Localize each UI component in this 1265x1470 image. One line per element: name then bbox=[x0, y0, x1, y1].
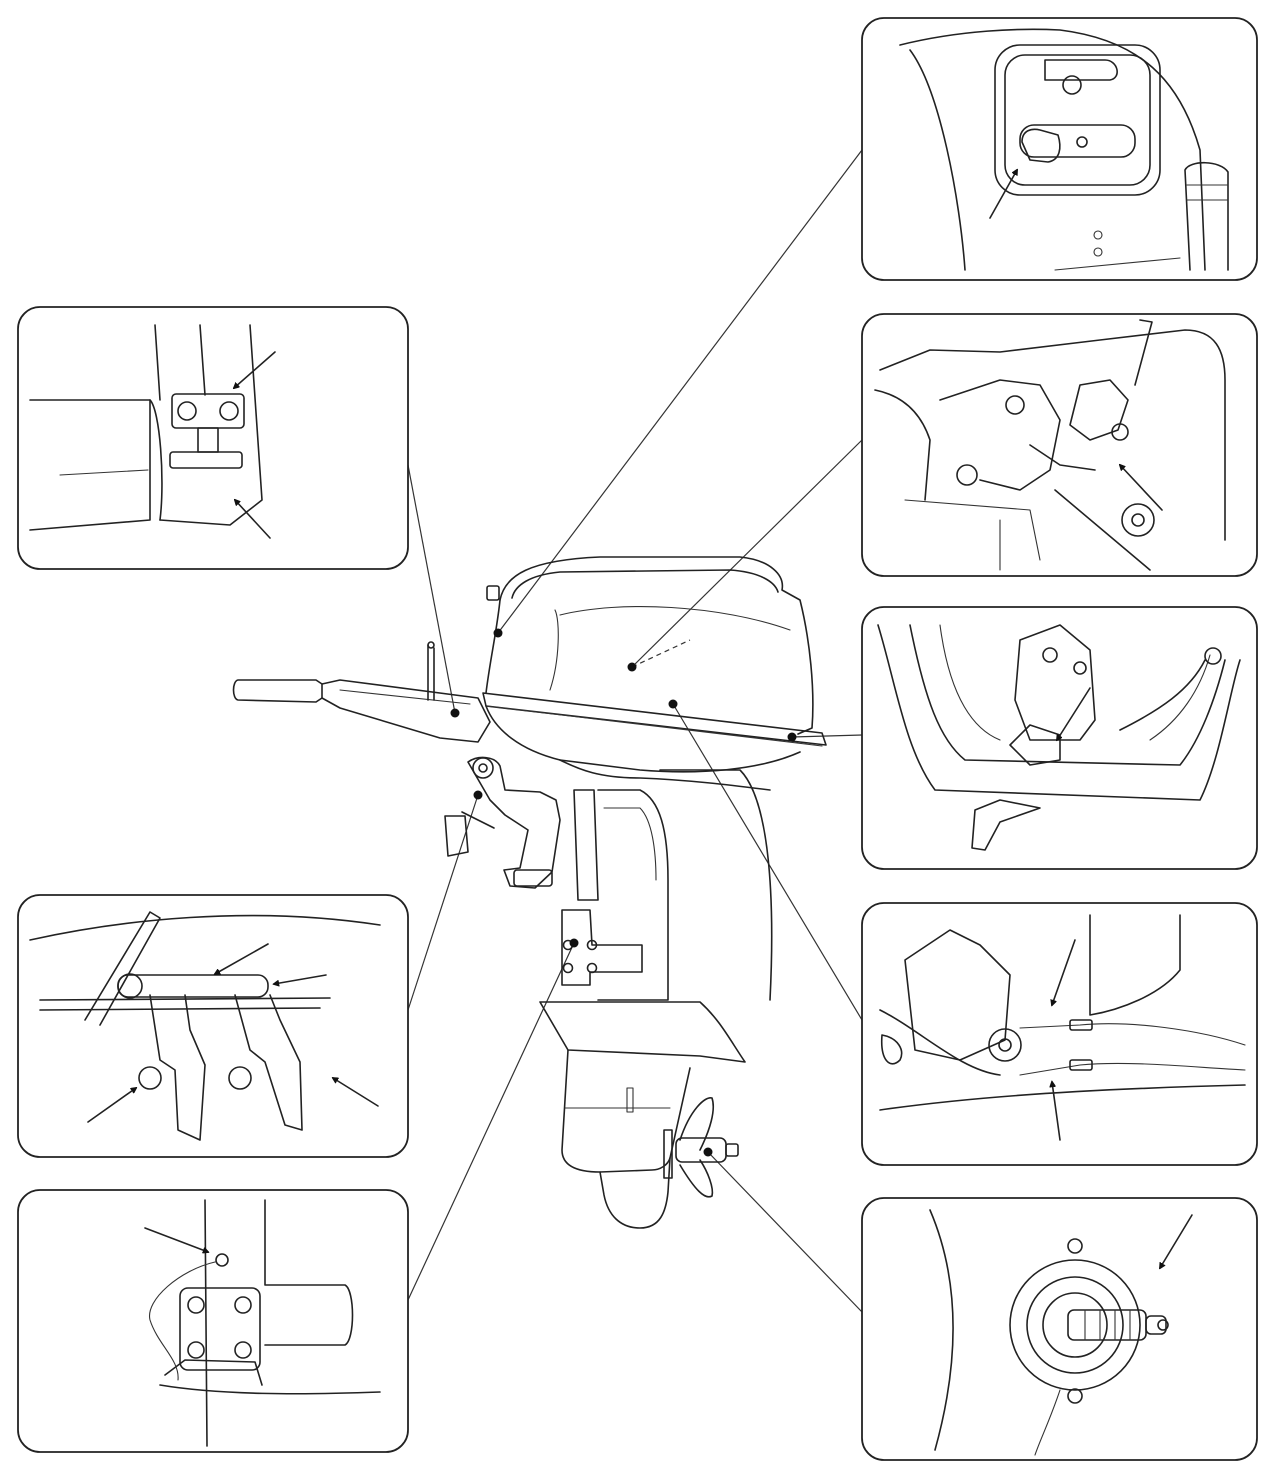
arrow-lower bbox=[235, 500, 271, 539]
dot-swivel-case bbox=[569, 938, 579, 948]
tiller-grip bbox=[232, 679, 323, 703]
arrow-b bbox=[274, 974, 327, 984]
inset-tiller-linkage bbox=[17, 894, 409, 1158]
gearcase bbox=[561, 1049, 691, 1173]
callout-dots bbox=[450, 628, 797, 1157]
arrow-cable-lower bbox=[1052, 1082, 1061, 1141]
leader-throttle-cables bbox=[672, 703, 863, 1021]
tiller-arm bbox=[321, 679, 491, 743]
arrow-upper bbox=[234, 351, 276, 388]
leader-cowling-latch bbox=[791, 734, 863, 738]
arrow-c bbox=[87, 1088, 136, 1123]
skeg bbox=[599, 1157, 671, 1229]
arrow-latch bbox=[1057, 687, 1091, 740]
cowling-band bbox=[482, 692, 827, 746]
dot-fuel-connector bbox=[493, 628, 503, 638]
leader-carburetor-dashed bbox=[631, 639, 691, 668]
dot-steering-bracket bbox=[450, 708, 460, 718]
inset-cowling-latch bbox=[861, 606, 1258, 870]
inset-fuel-connector bbox=[861, 17, 1258, 281]
arrow-shaft bbox=[1160, 1214, 1193, 1268]
leader-steering-bracket bbox=[407, 464, 456, 714]
leader-swivel-case bbox=[407, 942, 575, 1301]
leader-lines bbox=[407, 149, 863, 1313]
leader-propeller-shaft bbox=[707, 1151, 863, 1313]
arrow-carb bbox=[1120, 465, 1163, 511]
dot-cowling-latch bbox=[787, 732, 797, 742]
inset-steering-bracket bbox=[17, 306, 409, 570]
cowl-pin bbox=[486, 585, 500, 601]
engine-cowling bbox=[499, 556, 814, 735]
arrow-a bbox=[215, 943, 269, 974]
dot-tiller-linkage bbox=[473, 790, 483, 800]
leader-carburetor bbox=[631, 439, 863, 668]
leader-tiller-linkage bbox=[407, 794, 479, 1011]
arrow-d bbox=[333, 1078, 379, 1107]
anti-ventilation-plate bbox=[539, 1001, 746, 1063]
arrow-fuel bbox=[989, 170, 1017, 219]
inset-carburetor bbox=[861, 313, 1258, 577]
midsection bbox=[597, 789, 669, 1001]
propeller bbox=[663, 1097, 739, 1198]
arrow-grease bbox=[144, 1227, 208, 1252]
inset-throttle-cables bbox=[861, 902, 1258, 1166]
leader-fuel-connector bbox=[497, 149, 863, 634]
dot-propeller-shaft bbox=[703, 1147, 713, 1157]
inset-propeller-shaft bbox=[861, 1197, 1258, 1461]
swivel-post bbox=[573, 789, 599, 901]
lower-cowl bbox=[485, 705, 801, 773]
dot-carburetor bbox=[627, 662, 637, 672]
inset-swivel-case bbox=[17, 1189, 409, 1453]
outboard-motor bbox=[232, 556, 827, 1229]
swivel-case-plate bbox=[561, 909, 643, 986]
dot-throttle-cables bbox=[668, 699, 678, 709]
arrow-cable-upper bbox=[1052, 939, 1076, 1005]
clamp-screw bbox=[444, 815, 469, 857]
